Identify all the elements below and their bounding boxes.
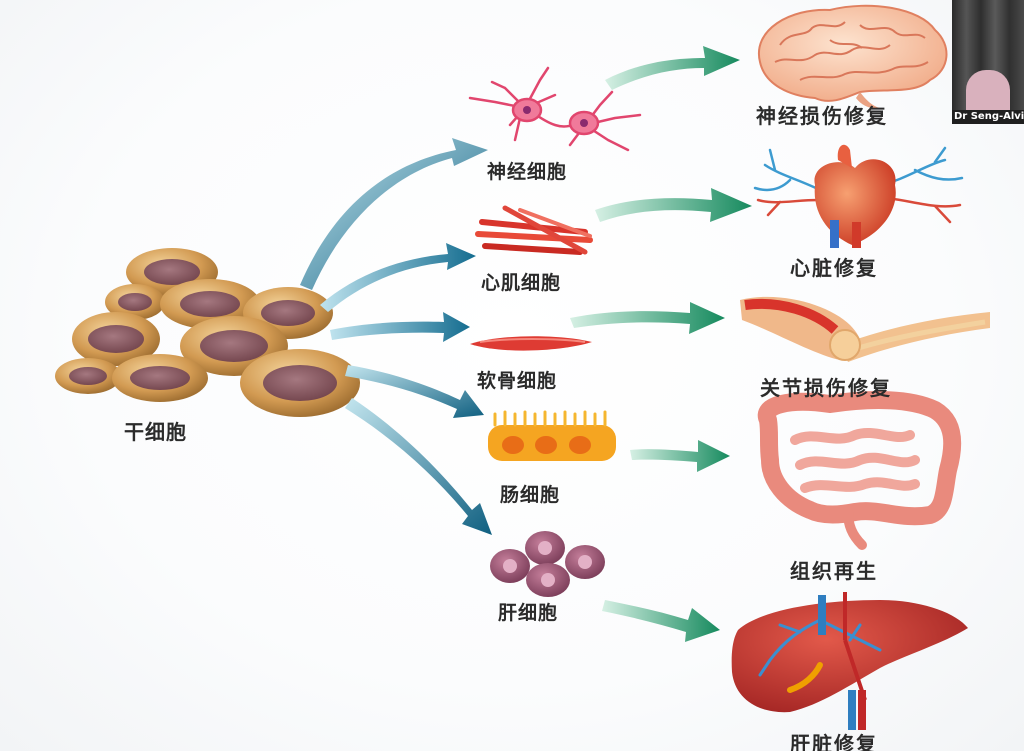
- arrow-to-liver-repair: [602, 600, 720, 642]
- outcome-label-nerve-repair: 神经损伤修复: [756, 104, 888, 128]
- brain-illustration: [757, 4, 948, 109]
- arrow-to-heart-repair: [595, 188, 752, 222]
- arrow-to-nerve-repair: [605, 46, 740, 90]
- arrow-to-hepatocyte: [345, 398, 492, 535]
- outcome-label-heart-repair: 心脏修复: [790, 256, 878, 280]
- joint-illustration: [740, 296, 990, 362]
- arrow-to-cardiomyocyte: [320, 243, 476, 312]
- liver-illustration: [731, 592, 968, 730]
- stem-cell-cluster: [55, 248, 360, 417]
- intestinal-cell-illustration: [488, 410, 616, 461]
- cell-label-neuron: 神经细胞: [487, 161, 568, 183]
- cell-label-cardiomyocyte: 心肌细胞: [481, 272, 562, 294]
- cell-label-chondrocyte: 软骨细胞: [477, 370, 558, 392]
- chondrocyte-illustration: [470, 336, 592, 351]
- neuron-illustration: [468, 66, 642, 152]
- participant-avatar: [966, 70, 1010, 115]
- stem-cell-label: 干细胞: [124, 420, 187, 444]
- arrow-to-intestinal: [345, 365, 484, 418]
- hepatocyte-illustration: [490, 531, 605, 597]
- differentiation-arrows: [300, 138, 492, 535]
- heart-illustration: [753, 144, 964, 248]
- repair-arrows: [570, 46, 752, 642]
- cardiomyocyte-illustration: [475, 205, 593, 255]
- participant-name: Dr Seng-Alvi: [952, 110, 1024, 124]
- outcome-label-tissue-regeneration: 组织再生: [790, 559, 878, 583]
- video-thumbnail[interactable]: Dr Seng-Alvi: [952, 0, 1024, 124]
- outcome-label-joint-repair: 关节损伤修复: [760, 376, 892, 400]
- outcome-label-liver-repair: 肝脏修复: [790, 732, 878, 751]
- cell-label-intestinal: 肠细胞: [500, 484, 561, 506]
- arrow-to-tissue-regeneration: [630, 440, 730, 472]
- intestine-illustration: [757, 391, 962, 550]
- arrow-to-chondrocyte: [330, 312, 470, 342]
- arrow-to-joint-repair: [570, 302, 725, 334]
- arrow-to-neuron: [300, 138, 488, 290]
- cell-label-hepatocyte: 肝细胞: [498, 602, 559, 624]
